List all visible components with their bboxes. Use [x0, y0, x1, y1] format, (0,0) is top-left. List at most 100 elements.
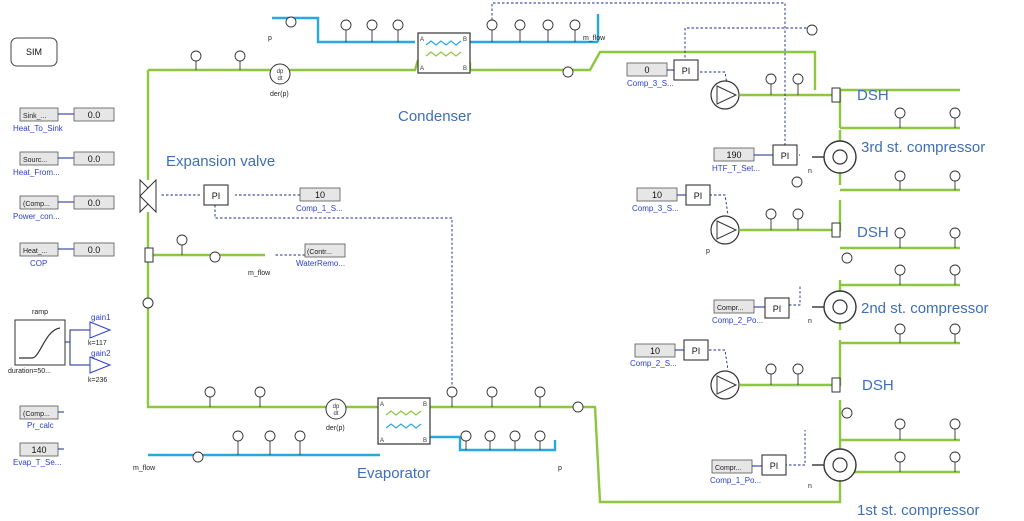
flash-splitter[interactable] — [144, 247, 154, 263]
ramp-caption: duration=50... — [8, 368, 51, 375]
port-p-pump: p — [706, 248, 710, 255]
refrigerant-loop-left-lower — [146, 212, 380, 409]
output-power[interactable]: (Comp... 0.0 Power_con... — [13, 195, 115, 221]
gain1-k: k=117 — [88, 340, 107, 347]
gain2-k: k=236 — [88, 377, 107, 384]
label-condenser: Condenser — [398, 108, 471, 125]
label-comp2: 2nd st. compressor — [861, 300, 989, 317]
svg-text:Compr...: Compr... — [715, 465, 742, 472]
setpoint-comp2-po[interactable]: Compr... Comp_2_Po... — [712, 299, 765, 325]
derp-top[interactable]: dp dt der(p) — [269, 63, 291, 98]
gain2-label: gain2 — [91, 349, 111, 358]
compressor-1[interactable] — [812, 448, 857, 482]
output-caption: Heat_From... — [13, 168, 60, 177]
svg-text:B: B — [463, 37, 467, 43]
sensors — [176, 16, 961, 472]
output-heat-from[interactable]: Sourc... 0.0 Heat_From... — [13, 151, 115, 177]
setpoint-comp2-s[interactable]: 10 Comp_2_S... — [630, 343, 684, 368]
setpoint-water[interactable]: (Contr... WaterRemo... — [296, 243, 346, 268]
ctrl-pi5 — [780, 430, 806, 466]
derp-bot[interactable]: dp dt der(p) — [325, 398, 347, 432]
output-cop[interactable]: Heat_... 0.0 COP — [19, 242, 115, 268]
setpoint-comp3-s2[interactable]: 10 Comp_3_S... — [632, 187, 686, 213]
label-comp3: 3rd st. compressor — [861, 139, 985, 156]
pump-bot[interactable] — [710, 370, 740, 400]
pi-valve[interactable]: PI — [203, 184, 229, 206]
output-value: 0.0 — [88, 154, 101, 164]
setpoint-htf[interactable]: 190 HTF_T_Set... — [712, 147, 773, 173]
ctrl-pi3 — [700, 349, 729, 371]
output-block-label: (Comp... — [23, 201, 50, 208]
ctrl-top — [491, 2, 786, 145]
mass-sensor-left[interactable] — [142, 297, 154, 309]
evap-set-block[interactable]: 140 Evap_T_Se... — [13, 442, 64, 467]
dsh-mixer-mid[interactable] — [831, 222, 841, 238]
label-comp1: 1st st. compressor — [857, 502, 980, 519]
ramp-icon — [19, 327, 61, 359]
derp-bot-label: der(p) — [326, 425, 345, 432]
ramp-block[interactable]: ramp duration=50... — [8, 309, 66, 375]
output-block-label: Heat_... — [23, 248, 48, 255]
pi-comp3-dsh[interactable]: PI — [673, 59, 699, 81]
pi-comp3-s[interactable]: PI — [685, 184, 711, 206]
pump-mid[interactable] — [710, 215, 740, 245]
pi-comp2-s[interactable]: PI — [683, 339, 709, 361]
svg-text:dt: dt — [333, 411, 338, 417]
port-n-3: n — [808, 168, 812, 175]
svg-text:10: 10 — [315, 190, 325, 200]
ctrl-valve-feedback — [214, 205, 453, 390]
port-n-1: n — [808, 483, 812, 490]
output-value: 0.0 — [88, 198, 101, 208]
svg-text:PI: PI — [692, 346, 701, 356]
setpoint-comp3-s[interactable]: 0 Comp_3_S... — [626, 62, 674, 88]
svg-text:PI: PI — [781, 151, 790, 161]
dsh-bot-line — [740, 340, 842, 387]
port-mflow-bot: m_flow — [133, 465, 156, 472]
sim-block[interactable] — [10, 37, 58, 67]
port-n-2: n — [808, 318, 812, 325]
label-dsh-top: DSH — [857, 87, 889, 104]
svg-text:B: B — [423, 402, 427, 408]
pi-comp2-po[interactable]: PI — [764, 297, 790, 319]
output-value: 0.0 — [88, 245, 101, 255]
output-heat-to-sink[interactable]: Sink_... 0.0 Heat_To_Sink — [13, 107, 115, 133]
compressor-2[interactable] — [812, 290, 857, 324]
sim-label: SIM — [26, 47, 42, 57]
svg-text:A: A — [420, 37, 424, 43]
setpoint-comp1-po[interactable]: Compr... Comp_1_Po... — [710, 459, 762, 485]
dsh-mixer-bot[interactable] — [831, 377, 841, 393]
pi-htf[interactable]: PI — [772, 144, 798, 166]
ctrl-htf — [684, 27, 812, 62]
setpoint-comp1-s[interactable]: 10 Comp_1_S... — [296, 187, 343, 213]
ctrl-pi2 — [705, 194, 729, 216]
dsh-mixer-top[interactable] — [831, 87, 841, 103]
evap-set-caption: Evap_T_Se... — [13, 458, 61, 467]
gain1-block[interactable] — [89, 321, 112, 339]
port-mflow-valve: m_flow — [248, 270, 271, 277]
ramp-title: ramp — [32, 309, 48, 316]
pr-calc-label: (Comp... — [23, 411, 50, 418]
compressor-3[interactable] — [812, 140, 857, 174]
pi-comp1-po[interactable]: PI — [761, 454, 787, 476]
output-caption: COP — [30, 259, 47, 268]
svg-text:PI: PI — [212, 191, 221, 201]
pump-top[interactable] — [710, 80, 740, 110]
gain2-block[interactable] — [89, 356, 112, 374]
port-mflow-top: m_flow — [583, 35, 606, 42]
svg-text:A: A — [380, 438, 384, 444]
pr-calc-block[interactable]: (Comp... Pr_calc — [19, 405, 64, 430]
output-value: 0.0 — [88, 110, 101, 120]
svg-text:190: 190 — [726, 150, 741, 160]
svg-text:dt: dt — [277, 76, 282, 82]
output-block-label: Sink_... — [23, 113, 46, 120]
output-block-label: Sourc... — [23, 157, 47, 164]
svg-text:B: B — [423, 438, 427, 444]
svg-text:PI: PI — [773, 304, 782, 314]
expansion-valve[interactable] — [139, 178, 157, 214]
svg-text:Comp_2_S...: Comp_2_S... — [630, 359, 677, 368]
svg-text:Compr...: Compr... — [717, 305, 744, 312]
port-p-top: p — [268, 35, 272, 42]
